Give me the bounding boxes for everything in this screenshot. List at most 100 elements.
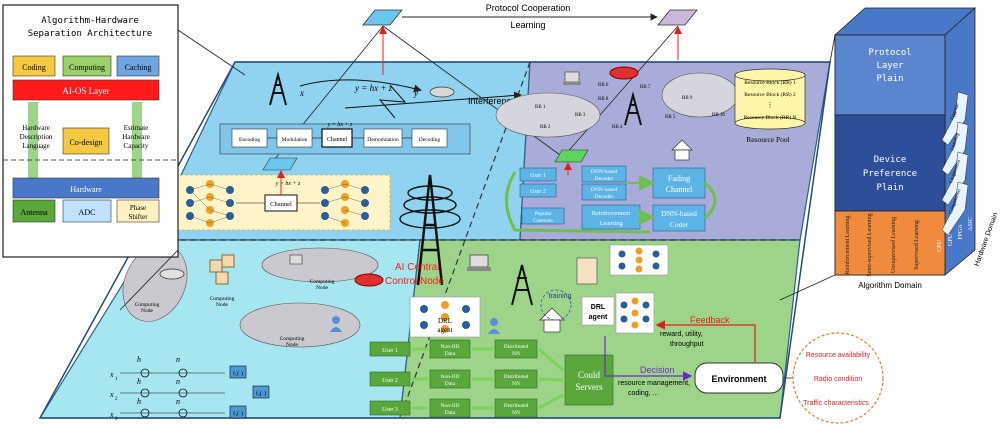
ai-central-label-2: Control Node [385, 276, 444, 287]
svg-text:⋮: ⋮ [767, 101, 774, 109]
purple-user1-box [519, 167, 557, 182]
dnn-decoder-1 [581, 165, 627, 183]
svg-text:Channel: Channel [270, 201, 292, 208]
laptop-icon [467, 254, 491, 271]
svg-text:RB 3: RB 3 [575, 113, 586, 118]
svg-text:Supervised Learning: Supervised Learning [914, 220, 920, 270]
svg-text:DRL: DRL [438, 317, 452, 325]
svg-text:Device: Device [874, 155, 907, 165]
svg-text:Resource Block (RB) 2: Resource Block (RB) 2 [744, 91, 796, 98]
svg-text:Computing: Computing [310, 279, 335, 285]
svg-text:Node: Node [141, 308, 153, 314]
svg-text:Resource Block (RB) N: Resource Block (RB) N [744, 114, 797, 121]
laptop-icon [289, 254, 303, 265]
svg-text:Learning: Learning [599, 220, 623, 227]
feedback-label: Feedback [690, 315, 730, 325]
svg-text:Modulation: Modulation [282, 137, 308, 143]
svg-text:Hardware: Hardware [22, 124, 50, 132]
feedback-detail-1: reward, utility, [660, 331, 703, 338]
svg-text:Layer: Layer [876, 61, 904, 71]
svg-text:RB 7: RB 7 [640, 85, 651, 90]
panel-title-2: Separation Architecture [28, 29, 153, 39]
svg-text:RB 5: RB 5 [665, 115, 676, 120]
svg-text:Could: Could [578, 370, 601, 380]
car-icon [609, 66, 639, 80]
svg-text:f₁(·): f₁(·) [233, 370, 243, 377]
svg-text:Description: Description [20, 133, 53, 141]
interference-label: Interference [468, 96, 516, 106]
svg-text:Radio condition: Radio condition [814, 376, 862, 383]
ai-central-label-1: AI Central [395, 262, 439, 273]
svg-text:Decoder: Decoder [595, 194, 614, 200]
equation-3: y = hx + z [275, 181, 301, 187]
svg-text:Channel: Channel [327, 137, 347, 143]
svg-text:DNN-based: DNN-based [661, 209, 697, 218]
svg-text:n: n [176, 397, 180, 406]
svg-text:h: h [137, 397, 141, 406]
hardware-domain-label: Hardware Domain [974, 212, 1000, 268]
svg-text:Decoding: Decoding [419, 137, 441, 143]
svg-text:NN: NN [512, 351, 520, 357]
svg-text:Upgrade: Upgrade [950, 102, 961, 121]
svg-text:Resource Block (RB) 1: Resource Block (RB) 1 [744, 79, 796, 86]
svg-text:AI-OS Layer: AI-OS Layer [62, 86, 109, 96]
svg-text:Distributed: Distributed [504, 374, 529, 380]
equation-2: y = hx + z [327, 122, 353, 128]
svg-text:Computing: Computing [280, 336, 305, 342]
svg-text:NN: NN [512, 381, 520, 387]
nn-icon [615, 292, 655, 334]
svg-text:FPGA: FPGA [958, 224, 964, 240]
nn-right [321, 180, 369, 227]
svg-text:Estimate: Estimate [124, 124, 149, 132]
algorithm-domain-label: Algorithm Domain [858, 281, 922, 290]
svg-text:Coder: Coder [670, 220, 689, 229]
resource-pool-label: Resource Pool [746, 135, 790, 144]
svg-text:ASIC: ASIC [968, 217, 974, 231]
svg-text:Phase: Phase [130, 204, 146, 212]
stack-arrows: Upgrade Learning Cooperation Computation [941, 91, 969, 236]
svg-text:Capacity: Capacity [124, 142, 149, 150]
svg-text:Shifter: Shifter [128, 213, 148, 221]
svg-text:Computing: Computing [210, 296, 235, 302]
protocol-title-1: Protocol Cooperation [486, 3, 571, 13]
svg-text:Coding: Coding [22, 63, 46, 72]
svg-text:Non-IID: Non-IID [441, 403, 460, 409]
decision-detail-1: resource management, [618, 380, 690, 387]
algorithm-hardware-panel: Algorithm-Hardware Separation Architectu… [2, 4, 246, 311]
svg-text:Data: Data [445, 410, 456, 416]
svg-text:RB 2: RB 2 [540, 125, 551, 130]
svg-text:Node: Node [286, 342, 298, 348]
rl-loop: Feedback reward, utility, throughput Dec… [604, 315, 884, 424]
laptop-icon [563, 71, 581, 85]
panel-title-1: Algorithm-Hardware [41, 16, 139, 26]
svg-text:Reinforcement Learning: Reinforcement Learning [844, 216, 851, 275]
svg-text:Data: Data [445, 351, 456, 357]
svg-text:1: 1 [115, 377, 118, 382]
svg-text:Language: Language [22, 142, 50, 150]
svg-text:Unsupervised Learning: Unsupervised Learning [891, 217, 897, 273]
cloud-servers-box [564, 354, 614, 406]
svg-text:agent: agent [437, 326, 452, 334]
svg-text:Non-IID: Non-IID [441, 374, 460, 380]
house-icon [539, 307, 565, 333]
server-icon [576, 257, 598, 285]
svg-text:Decoder: Decoder [595, 176, 614, 182]
protocol-title-2: Learning [510, 20, 545, 30]
svg-text:f₃(·): f₃(·) [233, 410, 243, 417]
training-label: training [549, 293, 572, 300]
svg-text:RB 1: RB 1 [535, 105, 546, 110]
svg-text:Reinforcement: Reinforcement [592, 210, 631, 217]
svg-text:User 1: User 1 [530, 173, 546, 179]
svg-text:Popular: Popular [534, 211, 551, 217]
fading-channel-box [652, 167, 706, 199]
svg-text:x: x [109, 370, 114, 379]
green-user1-box [369, 341, 411, 357]
svg-text:Caching: Caching [125, 63, 152, 72]
svg-text:Learning: Learning [950, 132, 961, 151]
federated-region: DRL agent User 1 User 2 User 3 Non-IID D… [369, 244, 669, 418]
computing-node-icon [209, 254, 235, 285]
svg-text:Data: Data [445, 381, 456, 387]
svg-text:n: n [176, 377, 180, 386]
svg-text:Distributed: Distributed [504, 344, 529, 350]
ai-central-tower [399, 174, 461, 286]
